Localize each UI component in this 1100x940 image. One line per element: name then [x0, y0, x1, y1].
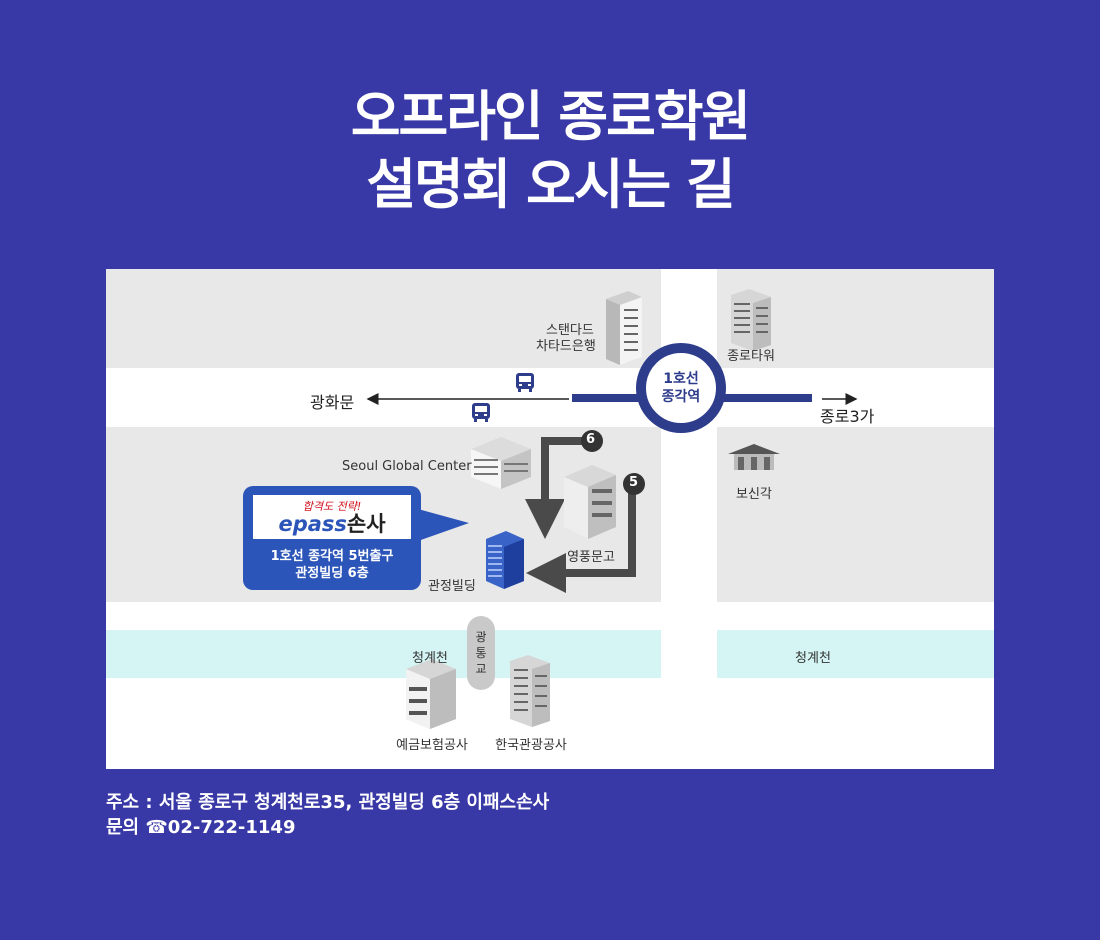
- building-icon: [731, 289, 771, 351]
- bridge-char-2: 통: [475, 646, 487, 660]
- map-overlay: [366, 289, 858, 729]
- callout-pointer: [418, 509, 469, 541]
- page-title-line2: 설명회 오시는 길: [366, 153, 735, 216]
- building-icon: [564, 465, 616, 539]
- address-text: 주소 : 서울 종로구 청계천로35, 관정빌딩 6층 이패스손사: [106, 792, 550, 813]
- building-icon: [510, 655, 550, 727]
- station-line: 1호선: [663, 371, 699, 387]
- logo-brand: epass손사: [253, 511, 411, 537]
- gwangtong-bridge: 광 통 교: [467, 616, 495, 690]
- label-standard-chartered-2: 차타드은행: [536, 339, 596, 354]
- label-cheonggyecheon-left: 청계천: [412, 651, 448, 666]
- direction-east: 종로3가: [820, 407, 875, 426]
- contact-text: 문의 ☎02-722-1149: [106, 817, 296, 838]
- bus-icon: [472, 403, 490, 422]
- logo-slogan: 합격도 전략!: [302, 500, 362, 513]
- epass-logo: 합격도 전략! epass손사: [253, 495, 411, 539]
- direction-west: 광화문: [310, 393, 355, 412]
- block-north-west: [106, 269, 661, 368]
- label-kto: 한국관광공사: [495, 738, 567, 753]
- route-exit5: [526, 484, 636, 593]
- logo-brand-sonsa: 손사: [346, 512, 386, 536]
- callout-info-line1: 1호선 종각역 5번출구: [270, 549, 394, 564]
- label-jongno-tower: 종로타워: [727, 349, 775, 364]
- bridge-char-3: 교: [475, 662, 487, 676]
- building-icon: [606, 291, 642, 365]
- exit5-badge: [623, 473, 645, 495]
- building-icon: [406, 659, 456, 729]
- label-youngpoong: 영풍문고: [567, 550, 615, 565]
- label-standard-chartered-1: 스탠다드: [546, 323, 594, 338]
- label-seoul-global-center: Seoul Global Center: [342, 459, 472, 474]
- location-map: 6 5 1호선 종각역 광화문 종로3가 스탠다드 차타드은행 종로타워 Seo…: [106, 269, 994, 769]
- jonggak-station: 1호선 종각역: [636, 343, 726, 433]
- label-gwanjeong: 관정빌딩: [428, 579, 476, 594]
- building-icon: [486, 531, 524, 589]
- cheonggyecheon-stream-west: [106, 630, 661, 678]
- bus-icon: [516, 373, 534, 392]
- building-icon: [471, 437, 531, 489]
- exit6-badge: [581, 430, 603, 452]
- exit6-label: 6: [586, 432, 596, 447]
- callout-info: 1호선 종각역 5번출구 관정빌딩 6층: [243, 548, 421, 582]
- bridge-char-1: 광: [475, 630, 487, 644]
- gate-icon: [728, 444, 780, 470]
- callout-info-line2: 관정빌딩 6층: [295, 566, 369, 581]
- exit5-label: 5: [629, 475, 639, 490]
- label-cheonggyecheon-right: 청계천: [795, 651, 831, 666]
- cheonggyecheon-stream-east: [717, 630, 994, 678]
- label-bosingak: 보신각: [736, 487, 772, 502]
- epass-callout: 합격도 전략! epass손사 1호선 종각역 5번출구 관정빌딩 6층: [243, 486, 421, 590]
- label-kdic: 예금보험공사: [396, 738, 468, 753]
- station-name: 종각역: [661, 389, 701, 405]
- page-title-line1: 오프라인 종로학원: [350, 85, 751, 148]
- route-exit6: [525, 437, 582, 539]
- logo-brand-epass: epass: [278, 512, 347, 536]
